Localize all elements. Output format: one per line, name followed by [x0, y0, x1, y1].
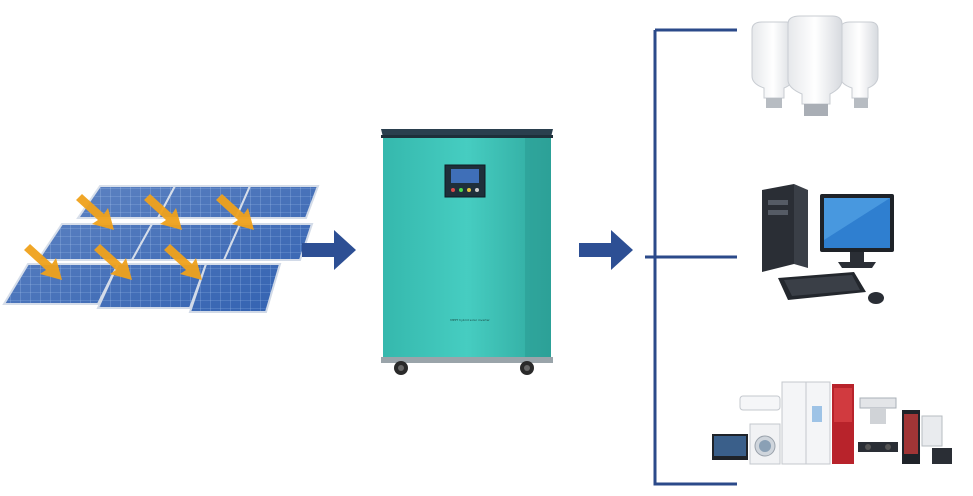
- inverter-label: MPPT hybrid solar inverter: [450, 318, 490, 322]
- desktop-computer-icon: [762, 184, 894, 304]
- sunlight-arrows: [24, 194, 254, 280]
- inverter-cabinet-icon: [381, 129, 553, 375]
- arrow-right-icon: [302, 230, 356, 270]
- output-bus-connector: [645, 28, 737, 486]
- home-appliances-icon: [712, 381, 952, 465]
- light-bulb-icon: [751, 15, 879, 116]
- arrow-right-icon: [579, 230, 633, 270]
- solar-panel-icon: [0, 180, 320, 320]
